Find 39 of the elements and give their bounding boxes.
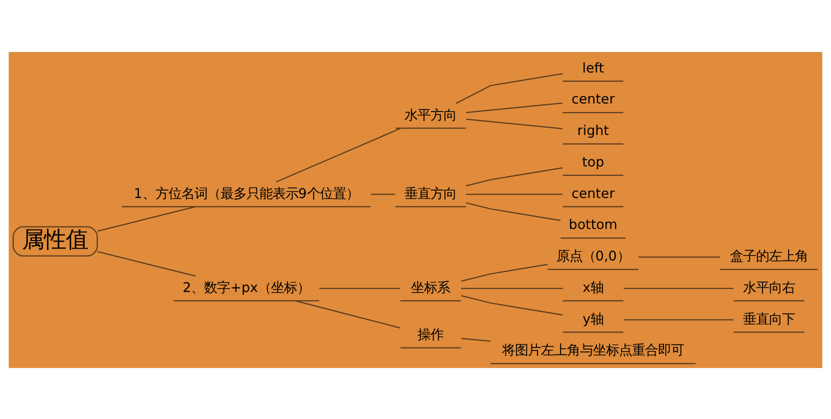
connector xyxy=(461,263,548,282)
connector xyxy=(97,206,196,232)
connector xyxy=(466,118,563,129)
node-text: 原点（0,0） xyxy=(556,249,630,264)
connector xyxy=(461,337,490,342)
node-text: 2、数字+px（坐标） xyxy=(182,280,310,296)
connector xyxy=(466,193,562,194)
node-text: top xyxy=(582,154,604,170)
connector xyxy=(624,318,734,320)
node-box: 属性值 xyxy=(12,226,98,256)
node-text: 水平方向 xyxy=(404,108,457,123)
connector xyxy=(319,287,400,288)
node-text: 盒子的左上角 xyxy=(730,249,808,264)
node-text: 将图片左上角与坐标点重合即可 xyxy=(502,343,684,358)
connector xyxy=(466,166,563,186)
node-text: 垂直方向 xyxy=(404,186,457,202)
connector xyxy=(370,193,396,194)
connector xyxy=(461,294,563,315)
connector xyxy=(638,256,720,258)
connector xyxy=(466,102,563,113)
node-text: 1、方位名词（最多只能表示9个位置） xyxy=(134,186,359,202)
node-text: 水平向右 xyxy=(743,280,796,296)
connector xyxy=(97,250,196,276)
node-text: bottom xyxy=(568,218,618,233)
node-text: y轴 xyxy=(582,312,604,327)
connector xyxy=(466,202,561,221)
node-text: x轴 xyxy=(582,280,604,296)
connector xyxy=(276,127,401,182)
node-text: 操作 xyxy=(418,327,444,342)
node-text: 坐标系 xyxy=(411,280,450,296)
connector xyxy=(456,72,563,104)
node-text: 垂直向下 xyxy=(743,312,796,327)
node-text: center xyxy=(571,186,615,202)
connector xyxy=(295,300,400,328)
node-text: right xyxy=(577,124,609,139)
node-text: left xyxy=(582,60,604,76)
connector xyxy=(461,287,563,288)
node-text: center xyxy=(571,92,615,108)
connector xyxy=(624,287,734,288)
